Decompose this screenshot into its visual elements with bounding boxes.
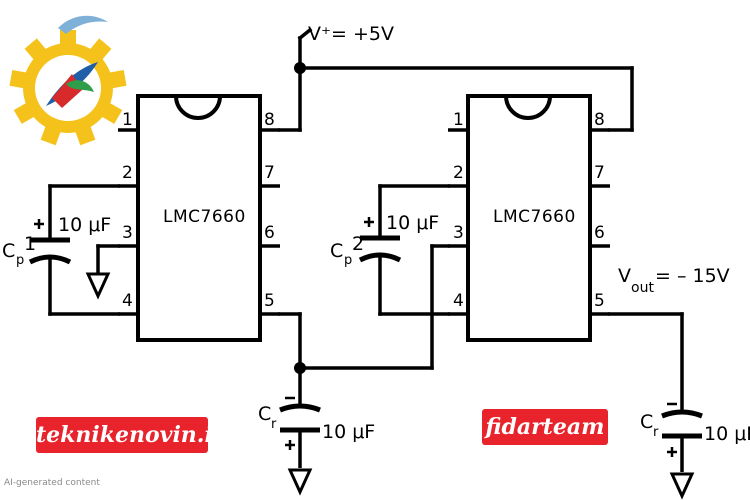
ground-icon — [287, 468, 313, 496]
output-label: V out = – 15V — [618, 265, 730, 296]
chip-left-name: LMC7660 — [163, 207, 246, 227]
ground-icon — [85, 244, 120, 300]
svg-text:out: out — [631, 280, 654, 296]
watermark-fidarteam: fidarteam — [482, 409, 608, 445]
cr-mid-value: 10 μF — [322, 421, 375, 443]
cp1-label: C p 1 — [2, 233, 36, 268]
svg-text:1: 1 — [24, 233, 36, 255]
mid-node-wiring — [278, 244, 450, 404]
chip-left-pin-4: 4 — [122, 291, 133, 311]
supply-label: V⁺= +5V — [308, 23, 394, 45]
chip-right-pin-2: 2 — [453, 163, 464, 183]
svg-text:C: C — [2, 240, 15, 262]
svg-text:C: C — [330, 240, 343, 262]
chip-right-pin-5: 5 — [594, 291, 605, 311]
chip-right-name: LMC7660 — [493, 207, 576, 227]
cr-right-value: 10 μF — [704, 423, 750, 445]
gear-logo-icon — [9, 30, 127, 146]
svg-text:p: p — [16, 253, 24, 268]
chip-right: LMC7660 1 2 3 4 5 6 7 8 — [448, 94, 610, 342]
chip-left: LMC7660 1 2 3 4 5 6 7 8 — [118, 94, 280, 342]
chip-left-pin-5: 5 — [264, 291, 275, 311]
chip-left-pin-7: 7 — [264, 163, 275, 183]
svg-text:r: r — [271, 417, 277, 432]
cr-mid — [279, 396, 321, 496]
svg-text:C: C — [640, 411, 653, 433]
cr-right-label: C r — [640, 411, 659, 440]
logo-swoosh — [58, 15, 108, 34]
svg-text:r: r — [653, 425, 659, 440]
chip-right-pin-8: 8 — [594, 110, 605, 130]
chip-right-pin-6: 6 — [594, 223, 605, 243]
ground-icon — [669, 472, 695, 500]
svg-text:p: p — [344, 253, 352, 268]
chip-right-pin-4: 4 — [453, 291, 464, 311]
watermark-teknikenovin: teknikenovin.ir — [36, 417, 224, 453]
cr-mid-label: C r — [258, 403, 277, 432]
svg-text:2: 2 — [352, 233, 364, 255]
cp2-label: C p 2 — [330, 233, 364, 268]
svg-text:V: V — [618, 265, 631, 287]
cp1-wiring — [28, 184, 120, 316]
chip-left-pin-2: 2 — [122, 163, 133, 183]
chip-right-pin-3: 3 — [453, 223, 464, 243]
chip-right-pin-1: 1 — [453, 110, 464, 130]
cp1-value: 10 μF — [58, 214, 111, 236]
chip-left-pin-1: 1 — [122, 110, 133, 130]
supply-net — [278, 27, 634, 132]
chip-right-pin-7: 7 — [594, 163, 605, 183]
cr-right — [661, 402, 703, 500]
svg-text:= – 15V: = – 15V — [655, 265, 730, 287]
chip-left-pin-6: 6 — [264, 223, 275, 243]
chip-left-pin-8: 8 — [264, 110, 275, 130]
ai-generated-note: AI-generated content — [4, 478, 100, 488]
chip-left-pin-3: 3 — [122, 223, 133, 243]
svg-text:C: C — [258, 403, 271, 425]
cp2-wiring — [358, 184, 450, 316]
output-wiring — [608, 312, 684, 410]
cp2-value: 10 μF — [386, 212, 439, 234]
